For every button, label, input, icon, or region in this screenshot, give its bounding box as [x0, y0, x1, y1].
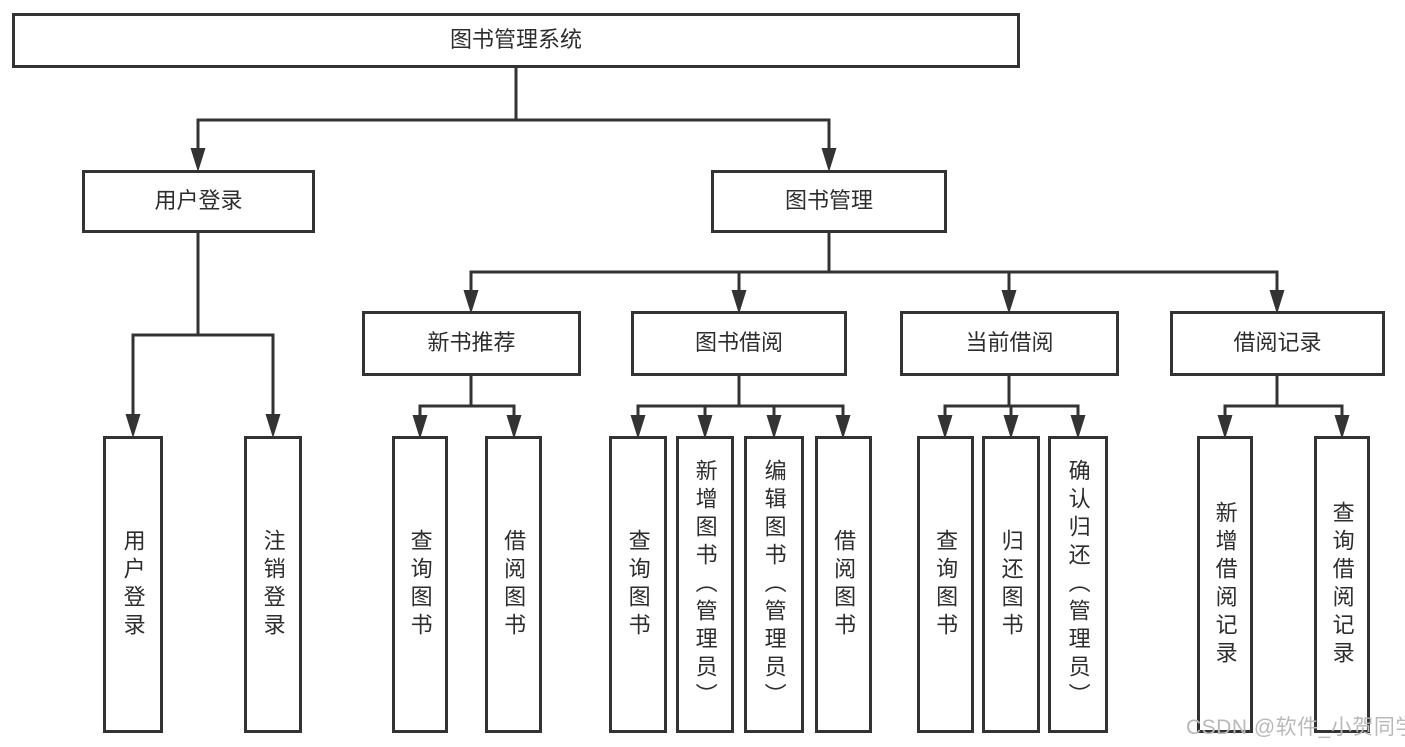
node-root-label: 图书管理系统 — [449, 27, 582, 53]
leaf-confirm-return-admin: 确认归还（管理员） — [1048, 436, 1108, 733]
leaf-query-book-3: 查询图书 — [917, 436, 974, 733]
node-current-borrow: 当前借阅 — [900, 311, 1119, 376]
connector-book-management — [463, 231, 1285, 314]
node-book-borrow-label: 图书借阅 — [694, 330, 783, 356]
leaf-borrow-book-2-label: 借阅图书 — [831, 528, 857, 641]
connector-new-book-recommend — [412, 374, 522, 439]
leaf-edit-book-admin: 编辑图书（管理员） — [744, 436, 804, 733]
leaf-borrow-book-1: 借阅图书 — [485, 436, 542, 733]
connector-borrow-records — [1217, 374, 1350, 439]
leaf-add-book-admin: 新增图书（管理员） — [676, 436, 734, 733]
node-book-management: 图书管理 — [711, 170, 947, 233]
leaf-add-borrow-record: 新增借阅记录 — [1197, 436, 1253, 733]
node-current-borrow-label: 当前借阅 — [965, 330, 1054, 356]
leaf-query-book-1-label: 查询图书 — [407, 528, 433, 641]
leaf-confirm-return-admin-label: 确认归还（管理员） — [1065, 458, 1091, 711]
connector-book-borrow — [630, 374, 851, 439]
leaf-add-book-admin-label: 新增图书（管理员） — [692, 458, 718, 711]
node-book-management-label: 图书管理 — [784, 188, 873, 214]
node-new-book-recommend-label: 新书推荐 — [427, 330, 516, 356]
leaf-query-book-2: 查询图书 — [609, 436, 667, 733]
node-borrow-records-label: 借阅记录 — [1233, 330, 1322, 356]
leaf-query-borrow-record-label: 查询借阅记录 — [1329, 500, 1355, 669]
node-user-login-label: 用户登录 — [154, 188, 243, 214]
connector-current-borrow — [937, 374, 1086, 439]
connector-root — [190, 66, 837, 172]
leaf-borrow-book-1-label: 借阅图书 — [501, 528, 527, 641]
csdn-watermark: CSDN @软件_小贺同学 — [1186, 716, 1405, 739]
leaf-logout-login: 注销登录 — [244, 436, 302, 733]
leaf-query-book-3-label: 查询图书 — [933, 528, 959, 641]
leaf-query-book-1: 查询图书 — [392, 436, 448, 733]
node-book-borrow: 图书借阅 — [631, 311, 847, 376]
leaf-return-book-label: 归还图书 — [998, 528, 1024, 641]
leaf-query-book-2-label: 查询图书 — [625, 528, 651, 641]
leaf-borrow-book-2: 借阅图书 — [815, 436, 872, 733]
leaf-add-borrow-record-label: 新增借阅记录 — [1212, 500, 1238, 669]
node-root: 图书管理系统 — [12, 13, 1020, 68]
node-user-login: 用户登录 — [82, 170, 315, 233]
leaf-user-login: 用户登录 — [103, 436, 163, 733]
leaf-return-book: 归还图书 — [982, 436, 1040, 733]
leaf-logout-login-label: 注销登录 — [260, 528, 286, 641]
connector-user-login — [125, 231, 281, 438]
node-borrow-records: 借阅记录 — [1170, 311, 1385, 376]
leaf-query-borrow-record: 查询借阅记录 — [1314, 436, 1370, 733]
node-new-book-recommend: 新书推荐 — [362, 311, 581, 376]
leaf-edit-book-admin-label: 编辑图书（管理员） — [761, 458, 787, 711]
leaf-user-login-label: 用户登录 — [120, 528, 146, 641]
